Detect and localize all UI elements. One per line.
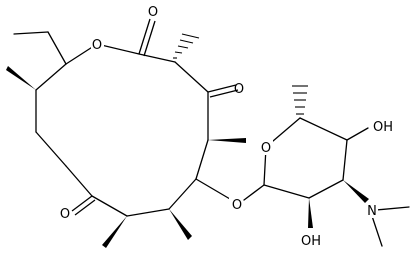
amine-wedge — [343, 180, 369, 203]
bond — [299, 117, 348, 141]
methyl-wedge — [102, 216, 127, 248]
bond — [138, 53, 176, 63]
bond — [308, 179, 344, 199]
bond — [346, 127, 369, 141]
bond — [35, 131, 67, 167]
ketone-oxygen-left-label: O — [60, 207, 70, 222]
ketone-oxygen-top-label: O — [234, 82, 244, 97]
macrolactone-ring — [35, 43, 209, 217]
ketone-bond — [71, 195, 93, 212]
substituents — [6, 18, 246, 248]
bond — [195, 139, 209, 180]
ring-oxygen-label: O — [92, 38, 102, 53]
carbonyl-bond — [143, 20, 156, 57]
hydroxyl-top-label: OH — [373, 120, 393, 135]
bond — [243, 184, 265, 201]
methyl-hash — [292, 85, 308, 115]
bond — [126, 208, 170, 217]
lactone-carbonyl-oxygen-label: O — [148, 5, 158, 20]
n-methyl-bond — [371, 215, 383, 247]
bond — [342, 139, 348, 181]
bond — [91, 195, 128, 217]
sugar-ring-oxygen-label: O — [261, 141, 271, 156]
bond — [263, 184, 310, 199]
hydroxyl-bottom-label: OH — [301, 234, 321, 249]
hydroxyl-wedge — [308, 198, 313, 228]
ethyl-bond — [13, 31, 49, 35]
bond — [168, 178, 197, 210]
ketone-bond — [207, 84, 237, 93]
sugar-ring — [243, 85, 410, 247]
glycoside-bond — [195, 178, 231, 200]
ketone-bond — [74, 199, 96, 216]
n-methyl-bond — [375, 206, 410, 211]
atom-labels: O O O O O O OH OH N — [60, 5, 393, 249]
ethyl-bond — [47, 31, 67, 65]
bond — [35, 63, 67, 91]
ketone-bond — [209, 89, 239, 98]
methyl-wedge — [6, 66, 36, 90]
carbonyl-bond — [138, 18, 151, 55]
amine-nitrogen-label: N — [367, 204, 377, 219]
methyl-wedge — [169, 209, 192, 240]
bond — [65, 165, 93, 197]
bond — [174, 61, 209, 93]
glycoside-oxygen-label: O — [232, 198, 242, 213]
methyl-wedge — [208, 138, 246, 143]
methyl-hash — [173, 33, 200, 59]
